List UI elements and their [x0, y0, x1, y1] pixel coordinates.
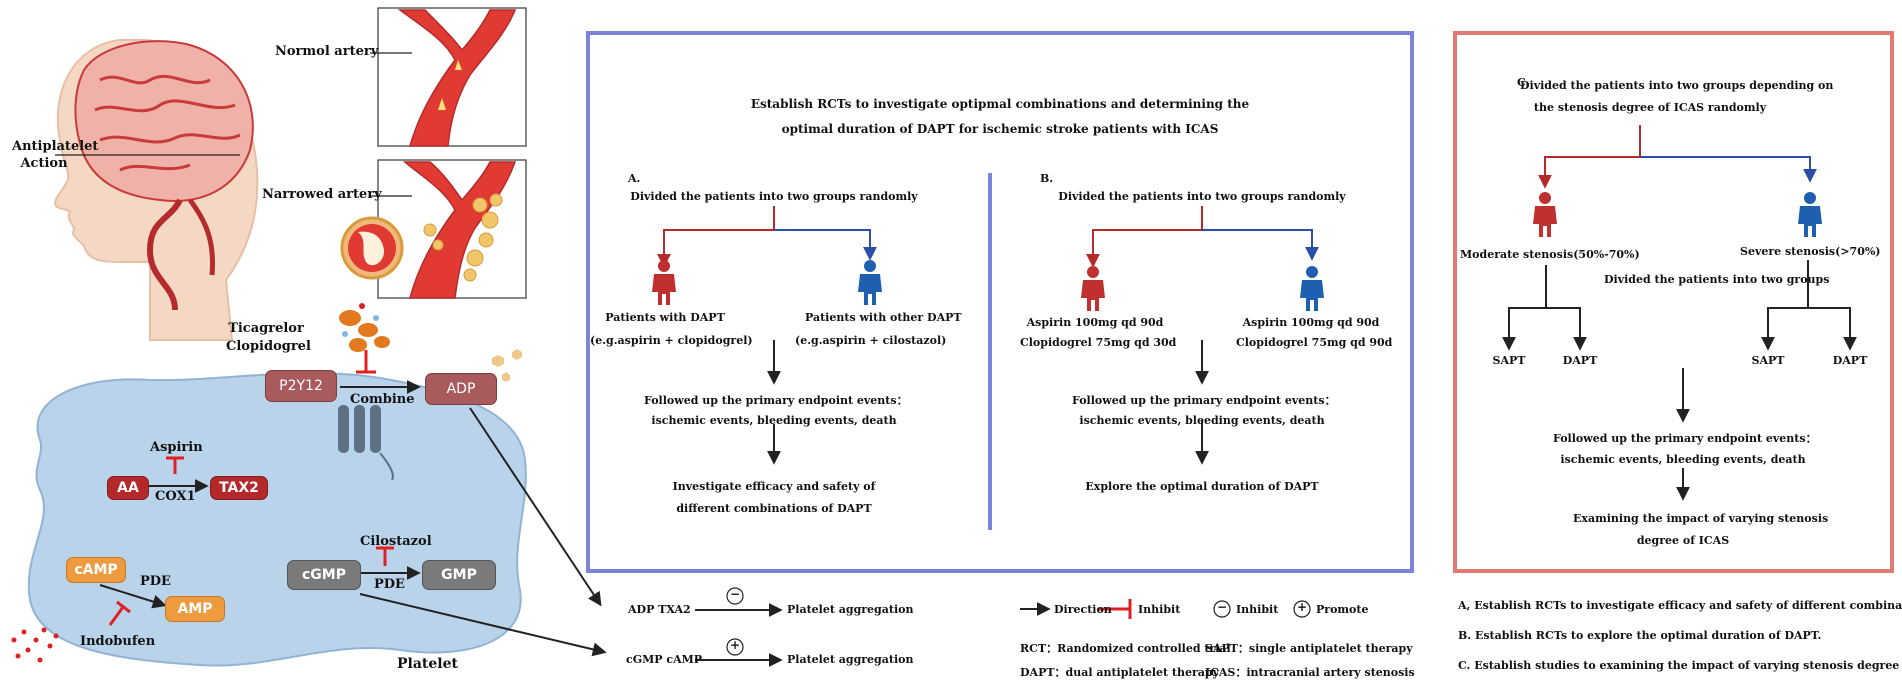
sub-divide-text: Divided the patients into two groups	[1604, 273, 1830, 286]
moderate-stenosis-label: Moderate stenosis(50%-70%)	[1460, 248, 1640, 261]
indobufen-label: Indobufen	[80, 634, 156, 649]
narrowed-artery-vessel	[402, 161, 517, 299]
a-final-line2: different combinations of DAPT	[676, 502, 872, 515]
adp-box: ADP	[425, 373, 497, 405]
section-a-letter: A.	[628, 172, 641, 185]
middle-title-line2: optimal duration of DAPT for ischemic st…	[781, 122, 1219, 136]
note-b: B. Establish RCTs to explore the optimal…	[1458, 629, 1822, 642]
dapt-label: DAPT	[1562, 354, 1598, 367]
cgmp-camp-label: cGMP cAMP	[626, 653, 703, 666]
a-follow-line2: ischemic events, bleeding events, death	[651, 414, 897, 427]
narrowed-artery-label: Narrowed artery	[262, 187, 382, 202]
plus-symbol: +	[729, 638, 741, 652]
platelet-aggregation-label: Platelet aggregation	[787, 603, 914, 616]
legend-glyphs	[1020, 599, 1311, 619]
a-final-line1: Investigate efficacy and safety of	[672, 480, 876, 493]
legend-plus-symbol: +	[1296, 600, 1308, 614]
combine-label: Combine	[350, 392, 415, 407]
note-c: C. Establish studies to examining the im…	[1458, 659, 1902, 672]
legend-dapt: DAPT：dual antiplatelet therapy	[1020, 666, 1219, 679]
antiplatelet-label: Antiplatelet Action	[12, 139, 99, 171]
adp-particles	[492, 349, 522, 382]
legend-rct: RCT：Randomized controlled trial	[1020, 642, 1231, 655]
legend-direction: Direction	[1054, 603, 1112, 616]
dapt-label: DAPT	[1832, 354, 1868, 367]
normal-artery-vessel	[397, 9, 517, 147]
legend-inhibit-bar: Inhibit	[1138, 603, 1181, 616]
normal-artery-label: Normol artery	[275, 44, 379, 59]
p2y12-receptor	[338, 405, 394, 481]
legend-icas: ICAS：intracranial artery stenosis	[1205, 666, 1415, 679]
middle-title-line1: Establish RCTs to investigate optipmal c…	[750, 97, 1250, 111]
b-right-group-line1: Aspirin 100mg qd 90d	[1242, 316, 1380, 329]
platelet-cell	[27, 372, 527, 667]
cox1-label: COX1	[155, 489, 196, 504]
b-follow-line2: ischemic events, bleeding events, death	[1079, 414, 1325, 427]
severe-stenosis-label: Severe stenosis(>70%)	[1740, 245, 1881, 258]
amp-box: AMP	[165, 596, 225, 622]
note-a: A, Establish RCTs to investigate efficac…	[1458, 599, 1902, 612]
a-divide-text: Divided the patients into two groups ran…	[630, 190, 918, 203]
legend-minus-symbol: −	[1216, 600, 1228, 614]
b-follow-line1: Followed up the primary endpoint events：	[1072, 394, 1336, 407]
indobufen-particles	[11, 627, 59, 663]
person-icon	[1533, 192, 1557, 237]
ticagrelor-clopidogrel-label: Ticagrelor Clopidogrel	[226, 321, 311, 354]
legend-inhibit-circle: Inhibit	[1236, 603, 1279, 616]
c-follow-line1: Followed up the primary endpoint events：	[1553, 432, 1817, 445]
inhibit-markers-left	[108, 350, 394, 626]
tax2-box: TAX2	[210, 476, 268, 500]
aspirin-label: Aspirin	[150, 440, 203, 455]
sapt-label: SAPT	[1492, 354, 1526, 367]
p2y12-box: P2Y12	[265, 370, 337, 402]
minus-symbol: −	[729, 587, 741, 601]
drug-particles	[339, 303, 390, 352]
middle-frame	[586, 31, 1414, 573]
a-left-group-line1: Patients with DAPT	[605, 311, 725, 324]
platelet-label: Platelet	[397, 656, 458, 672]
gmp-box: GMP	[422, 560, 496, 590]
pde-label: PDE	[140, 574, 171, 589]
c-divide-line1: Divided the patients into two groups dep…	[1520, 79, 1834, 92]
person-icon	[1081, 266, 1105, 311]
cgmp-box: cGMP	[287, 560, 361, 590]
a-left-group-line2: (e.g.aspirin + clopidogrel)	[590, 334, 753, 347]
b-left-group-line2: Clopidogrel 75mg qd 30d	[1020, 336, 1177, 349]
platelet-aggregation-label: Platelet aggregation	[787, 653, 914, 666]
b-divide-text: Divided the patients into two groups ran…	[1058, 190, 1346, 203]
c-final-line2: degree of ICAS	[1636, 534, 1730, 547]
sapt-label: SAPT	[1751, 354, 1785, 367]
artery-cross-section	[340, 216, 404, 280]
c-divide-line2: the stenosis degree of ICAS randomly	[1533, 101, 1767, 114]
c-final-line1: Examining the impact of varying stenosis	[1573, 512, 1829, 525]
c-follow-line2: ischemic events, bleeding events, death	[1560, 453, 1806, 466]
person-icon	[858, 260, 882, 305]
legend-sapt: SAPT：single antiplatelet therapy	[1205, 642, 1413, 655]
person-icon	[1798, 192, 1822, 237]
person-icon	[1300, 266, 1324, 311]
person-icon	[652, 260, 676, 305]
legend-promote: Promote	[1316, 603, 1369, 616]
section-c-letter: C.	[1517, 76, 1530, 89]
a-follow-line1: Followed up the primary endpoint events：	[644, 394, 908, 407]
a-right-group-line1: Patients with other DAPT	[805, 311, 962, 324]
cilostazol-label: Cilostazol	[360, 534, 432, 549]
right-frame	[1453, 31, 1894, 573]
b-right-group-line2: Clopidogrel 75mg qd 90d	[1236, 336, 1393, 349]
b-left-group-line1: Aspirin 100mg qd 90d	[1026, 316, 1164, 329]
head-illustration	[54, 39, 259, 341]
adp-txa2-label: ADP TXA2	[628, 603, 691, 616]
section-b-letter: B.	[1040, 172, 1054, 185]
b-final-line1: Explore the optimal duration of DAPT	[1085, 480, 1319, 493]
aa-box: AA	[107, 476, 149, 500]
a-right-group-line2: (e.g.aspirin + cilostazol)	[795, 334, 947, 347]
pde-label: PDE	[374, 577, 405, 592]
camp-box: cAMP	[66, 557, 126, 583]
